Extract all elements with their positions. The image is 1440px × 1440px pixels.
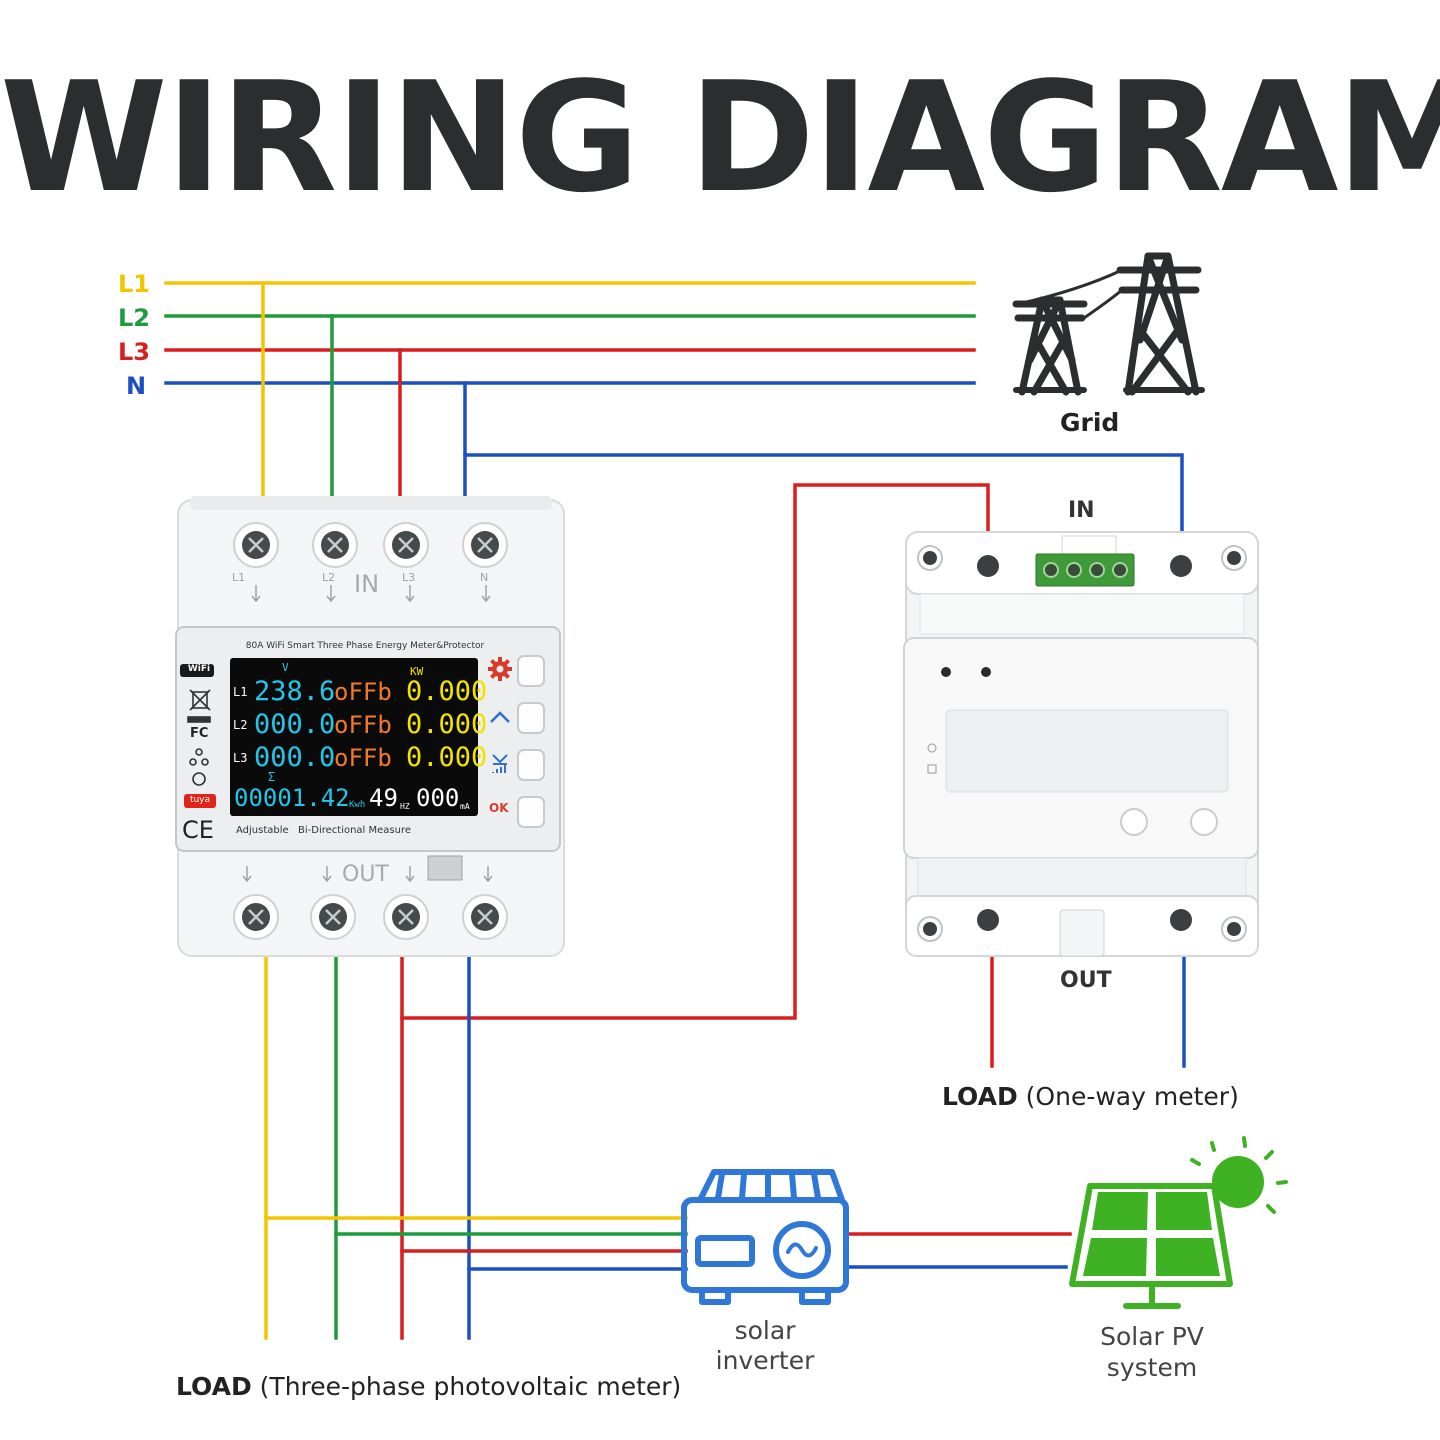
wire-label-l2: L2 xyxy=(118,304,150,332)
lcd-voltage-l1: 238.6 xyxy=(254,676,336,707)
terminal-label-n: N xyxy=(480,571,489,584)
meter-footer-left: Adjustable xyxy=(236,825,289,836)
fc-mark: FC xyxy=(190,726,209,741)
wire-label-l3: L3 xyxy=(118,338,150,366)
inverter-label-line1: solar xyxy=(734,1316,796,1345)
lcd-voltage-l2: 000.0 xyxy=(254,709,336,740)
wire-label-n: N xyxy=(126,372,147,400)
lcd-screen xyxy=(230,658,478,816)
lcd-power-l1: 0.000 xyxy=(406,676,488,707)
one-way-in-label: IN xyxy=(1068,498,1095,523)
lcd-phase-l3: L3 xyxy=(233,751,248,765)
wifi-badge xyxy=(180,664,214,677)
three-phase-load-rest: (Three-phase photovoltaic meter) xyxy=(251,1372,682,1401)
top-terminals xyxy=(233,522,508,568)
lcd-energy: 00001.42 xyxy=(234,784,350,812)
bottom-terminals xyxy=(233,894,508,940)
page-title: WIRING DIAGRAM xyxy=(0,49,1440,226)
power-tower-icon xyxy=(1012,252,1205,396)
lcd-power-l3: 0.000 xyxy=(406,742,488,773)
lcd-energy-unit: Kwh xyxy=(349,800,366,810)
l3-to-one-way-meter xyxy=(400,483,990,1020)
terminal-label-l1: L1 xyxy=(232,571,246,584)
terminal-label-l3: L3 xyxy=(402,571,416,584)
gear-icon xyxy=(488,657,512,681)
lcd-sigma: Σ xyxy=(268,770,276,784)
one-way-load-rest: (One-way meter) xyxy=(1017,1082,1239,1111)
lcd-leakage-unit: mA xyxy=(460,802,470,811)
one-way-meter xyxy=(903,531,1259,957)
tuya-badge xyxy=(184,794,216,808)
lcd-phase-l2: L2 xyxy=(233,718,248,732)
n-to-one-way-meter xyxy=(463,453,1184,532)
lcd-kw-header: KW xyxy=(410,665,424,678)
lcd-frequency-unit: HZ xyxy=(400,802,410,811)
grid-label: Grid xyxy=(1060,408,1120,437)
lcd-phase-l1: L1 xyxy=(233,685,248,699)
solar-inverter-icon xyxy=(681,1169,849,1305)
tuya-badge-text: tuya xyxy=(189,795,211,805)
pv-label-line2: system xyxy=(1106,1353,1198,1382)
one-way-load-bold: LOAD xyxy=(942,1082,1018,1111)
terminal-label-l2: L2 xyxy=(322,571,336,584)
lcd-status-l1: oFFb xyxy=(334,678,392,706)
lcd-frequency: 49 xyxy=(369,784,398,812)
chevron-up-icon xyxy=(490,711,510,723)
wire-label-l1: L1 xyxy=(118,270,150,298)
left-compliance-icons xyxy=(187,689,211,786)
lcd-voltage-l3: 000.0 xyxy=(254,742,336,773)
signal-icon xyxy=(492,754,508,773)
three-phase-meter xyxy=(175,496,565,957)
lcd-v-header: V xyxy=(282,661,289,674)
lcd-status-l3: oFFb xyxy=(334,744,392,772)
lcd-status-l2: oFFb xyxy=(334,711,392,739)
three-phase-load-bold: LOAD xyxy=(176,1372,252,1401)
meter-buttons xyxy=(517,655,545,828)
meter-header: 80A WiFi Smart Three Phase Energy Meter&… xyxy=(245,641,485,651)
meter-footer-right: Bi-Directional Measure xyxy=(298,825,412,836)
pv-label-line1: Solar PV xyxy=(1100,1322,1204,1351)
ce-mark: CE xyxy=(182,816,214,844)
solar-panel-icon xyxy=(1069,1136,1288,1309)
ok-label: OK xyxy=(489,801,509,815)
inverter-label-line2: inverter xyxy=(715,1346,815,1375)
wifi-badge-text: WiFi xyxy=(187,664,211,674)
lcd-leakage: 000 xyxy=(416,784,460,812)
one-way-out-label: OUT xyxy=(1060,968,1112,993)
meter-in-label: IN xyxy=(354,570,380,598)
lcd-power-l2: 0.000 xyxy=(406,709,488,740)
meter-out-label: OUT xyxy=(342,862,389,887)
three-phase-load-caption: LOAD (Three-phase photovoltaic meter) xyxy=(176,1372,681,1401)
one-way-load-caption: LOAD (One-way meter) xyxy=(942,1082,1239,1111)
